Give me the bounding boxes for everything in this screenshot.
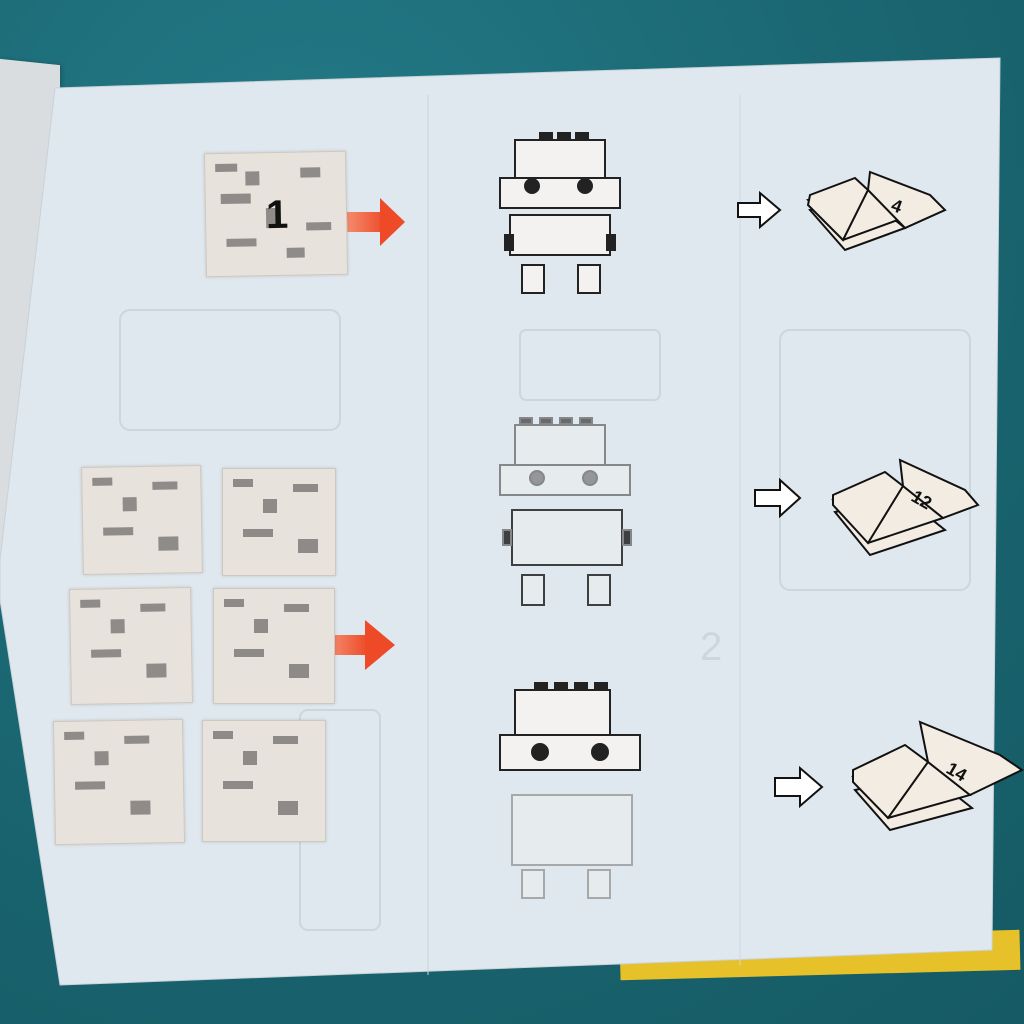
parts-bag-5 — [213, 588, 335, 704]
outline-arrow-2 — [754, 477, 802, 519]
outline-arrow-1 — [737, 190, 782, 230]
bag-contents-print — [215, 163, 332, 258]
outline-arrow-3 — [774, 765, 824, 809]
parts-bag-4 — [68, 586, 194, 706]
bag-contents-print — [92, 477, 179, 551]
book-icon-2 — [831, 458, 980, 557]
brickhead-figure-3 — [499, 682, 641, 899]
bag-contents-print — [64, 731, 151, 815]
parts-bag-3 — [222, 468, 336, 576]
parts-bag-6 — [52, 718, 186, 846]
book-icon-3 — [851, 720, 1024, 832]
parts-bag-1: 1 — [203, 150, 349, 278]
bag-contents-print — [80, 599, 167, 678]
svg-text:2: 2 — [700, 625, 722, 669]
bag-number-label: 1 — [265, 192, 289, 238]
bag-contents-print — [233, 479, 318, 553]
parts-bag-2 — [81, 464, 203, 576]
brickhead-figure-2 — [499, 417, 632, 606]
bag-contents-print — [224, 599, 309, 678]
parts-bag-7 — [202, 720, 326, 842]
brickhead-figure-1 — [499, 132, 621, 294]
bag-contents-print — [213, 731, 298, 815]
ghost-print: 2 — [119, 309, 971, 931]
book-icon-1 — [806, 170, 947, 252]
